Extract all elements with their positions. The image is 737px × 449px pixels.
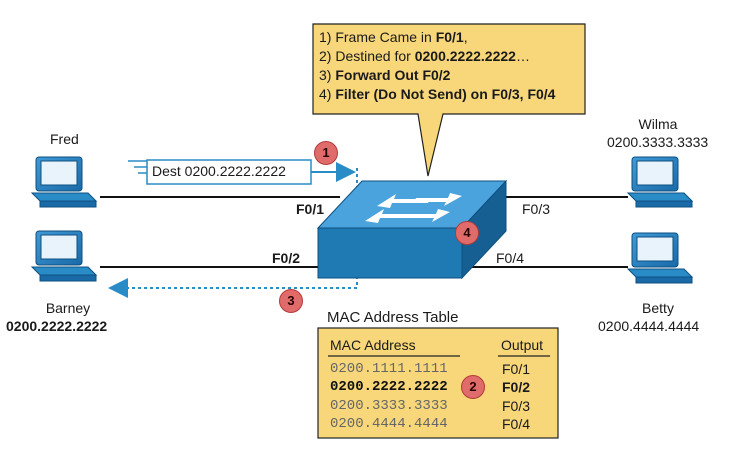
host-wilma-name: Wilma [638,116,678,132]
port-f03-label: F0/3 [522,201,551,217]
step-2-badge: 2 [461,375,485,399]
mac-row-4-port: F0/4 [502,416,531,432]
pc-fred-icon [30,156,98,208]
host-barney-name: Barney [45,300,91,316]
switch [316,179,508,280]
host-barney-mac: 0200.2222.2222 [6,318,108,334]
step-1-badge: 1 [314,141,338,165]
pc-betty-icon [626,232,694,284]
mac-table-header-output: Output [501,337,544,353]
step-4-badge: 4 [455,221,479,245]
callout-line-4: 4) Filter (Do Not Send) on F0/3, F0/4 [319,86,556,102]
frame-label: Dest 0200.2222.2222 [152,163,286,179]
host-wilma-mac: 0200.3333.3333 [607,134,709,150]
port-f01-label: F0/1 [296,201,325,217]
mac-row-2-address: 0200.2222.2222 [330,379,448,395]
pc-barney-icon [30,230,98,282]
pc-wilma-icon [626,156,694,208]
port-f04-label: F0/4 [496,250,525,266]
callout-line-2: 2) Destined for 0200.2222.2222… [319,48,530,64]
frame-arrow-in [128,159,356,185]
mac-table-title: MAC Address Table [327,309,459,326]
host-betty-mac: 0200.4444.4444 [598,318,700,334]
switch-arrows-icon [365,193,462,223]
mac-row-2-port: F0/2 [502,379,531,395]
mac-table-header-address: MAC Address [330,337,416,353]
mac-table-box [317,327,559,439]
mac-row-4-address: 0200.4444.4444 [330,416,448,432]
mac-row-1-address: 0200.1111.1111 [330,361,448,377]
host-betty-name: Betty [642,300,674,316]
host-fred-name: Fred [50,131,79,147]
callout-line-1: 1) Frame Came in F0/1, [319,29,468,45]
mac-row-3-port: F0/3 [502,398,531,414]
port-f02-label: F0/2 [272,250,301,266]
step-3-badge: 3 [279,289,303,313]
callout-line-3: 3) Forward Out F0/2 [319,67,451,83]
mac-row-1-port: F0/1 [502,361,531,377]
mac-row-3-address: 0200.3333.3333 [330,398,448,414]
callout-text: 1) Frame Came in F0/1, 2) Destined for 0… [319,28,555,104]
callout-box [312,23,586,177]
